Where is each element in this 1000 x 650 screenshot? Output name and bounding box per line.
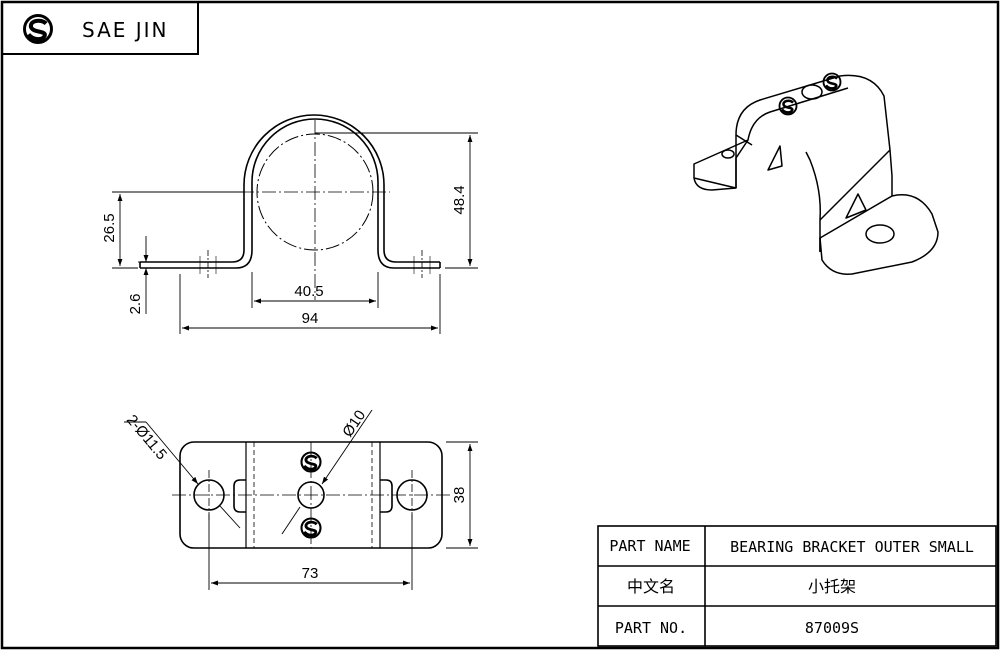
part-no-label: PART NO.	[615, 619, 687, 637]
title-block	[597, 525, 997, 647]
top-view	[172, 441, 450, 549]
dim-width: 38	[451, 487, 468, 504]
brand-box: SAE JIN	[1, 1, 199, 55]
top-view-s-logo-upper-icon	[300, 451, 322, 473]
dim-center-hole: Ø10	[339, 407, 369, 440]
sae-jin-logo-icon	[25, 16, 52, 43]
part-no-value: 87009S	[805, 619, 859, 637]
dim-center-height: 26.5	[101, 213, 118, 242]
chinese-name-value: 小托架	[808, 577, 856, 596]
dim-height-total: 48.4	[451, 185, 468, 214]
dim-side-holes: 2-Ø11.5	[123, 412, 170, 464]
front-view-dimensions	[112, 132, 478, 334]
dim-thickness: 2.6	[127, 294, 144, 315]
isometric-view	[693, 74, 939, 275]
part-name-label: PART NAME	[609, 537, 690, 555]
part-name-value: BEARING BRACKET OUTER SMALL	[730, 538, 974, 556]
dim-total-length: 94	[302, 310, 319, 327]
isometric-s-logo-2-icon	[822, 72, 842, 92]
chinese-name-label: 中文名	[627, 577, 675, 596]
brand-name: SAE JIN	[82, 18, 169, 42]
top-view-dimensions	[124, 409, 478, 590]
front-view	[139, 114, 441, 300]
top-view-s-logo-lower-icon	[300, 517, 322, 539]
dim-inner-width: 40.5	[294, 283, 323, 300]
dim-hole-spacing: 73	[302, 565, 319, 582]
